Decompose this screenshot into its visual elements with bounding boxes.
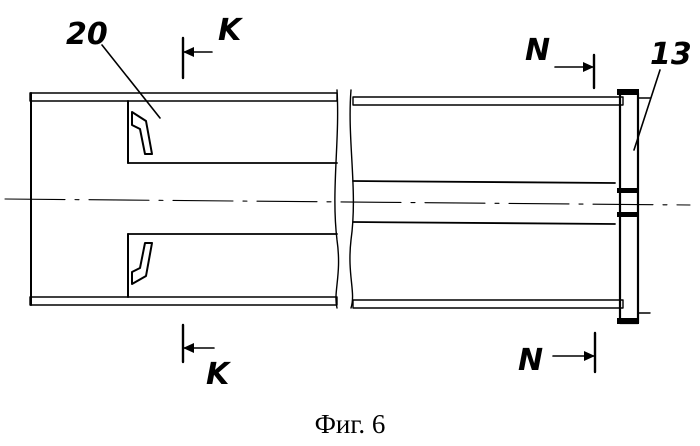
section-marker-n-top	[555, 55, 594, 88]
end-flange-13	[617, 89, 650, 324]
section-label-n-bottom: N	[518, 343, 543, 378]
part-label-13: 13	[650, 37, 692, 72]
figure-caption: Фиг. 6	[315, 409, 386, 439]
section-label-k-bottom: K	[206, 357, 232, 392]
center-axis	[5, 199, 690, 205]
section-marker-n-bottom	[553, 333, 595, 372]
section-marker-k-top	[183, 38, 212, 78]
part-label-20: 20	[66, 17, 108, 52]
leader-20	[102, 45, 160, 118]
section-label-k-top: K	[218, 13, 244, 48]
insert-20	[128, 101, 337, 297]
break-lines	[335, 90, 354, 308]
section-label-n-top: N	[525, 33, 550, 68]
pipe-wall-left	[30, 93, 337, 305]
